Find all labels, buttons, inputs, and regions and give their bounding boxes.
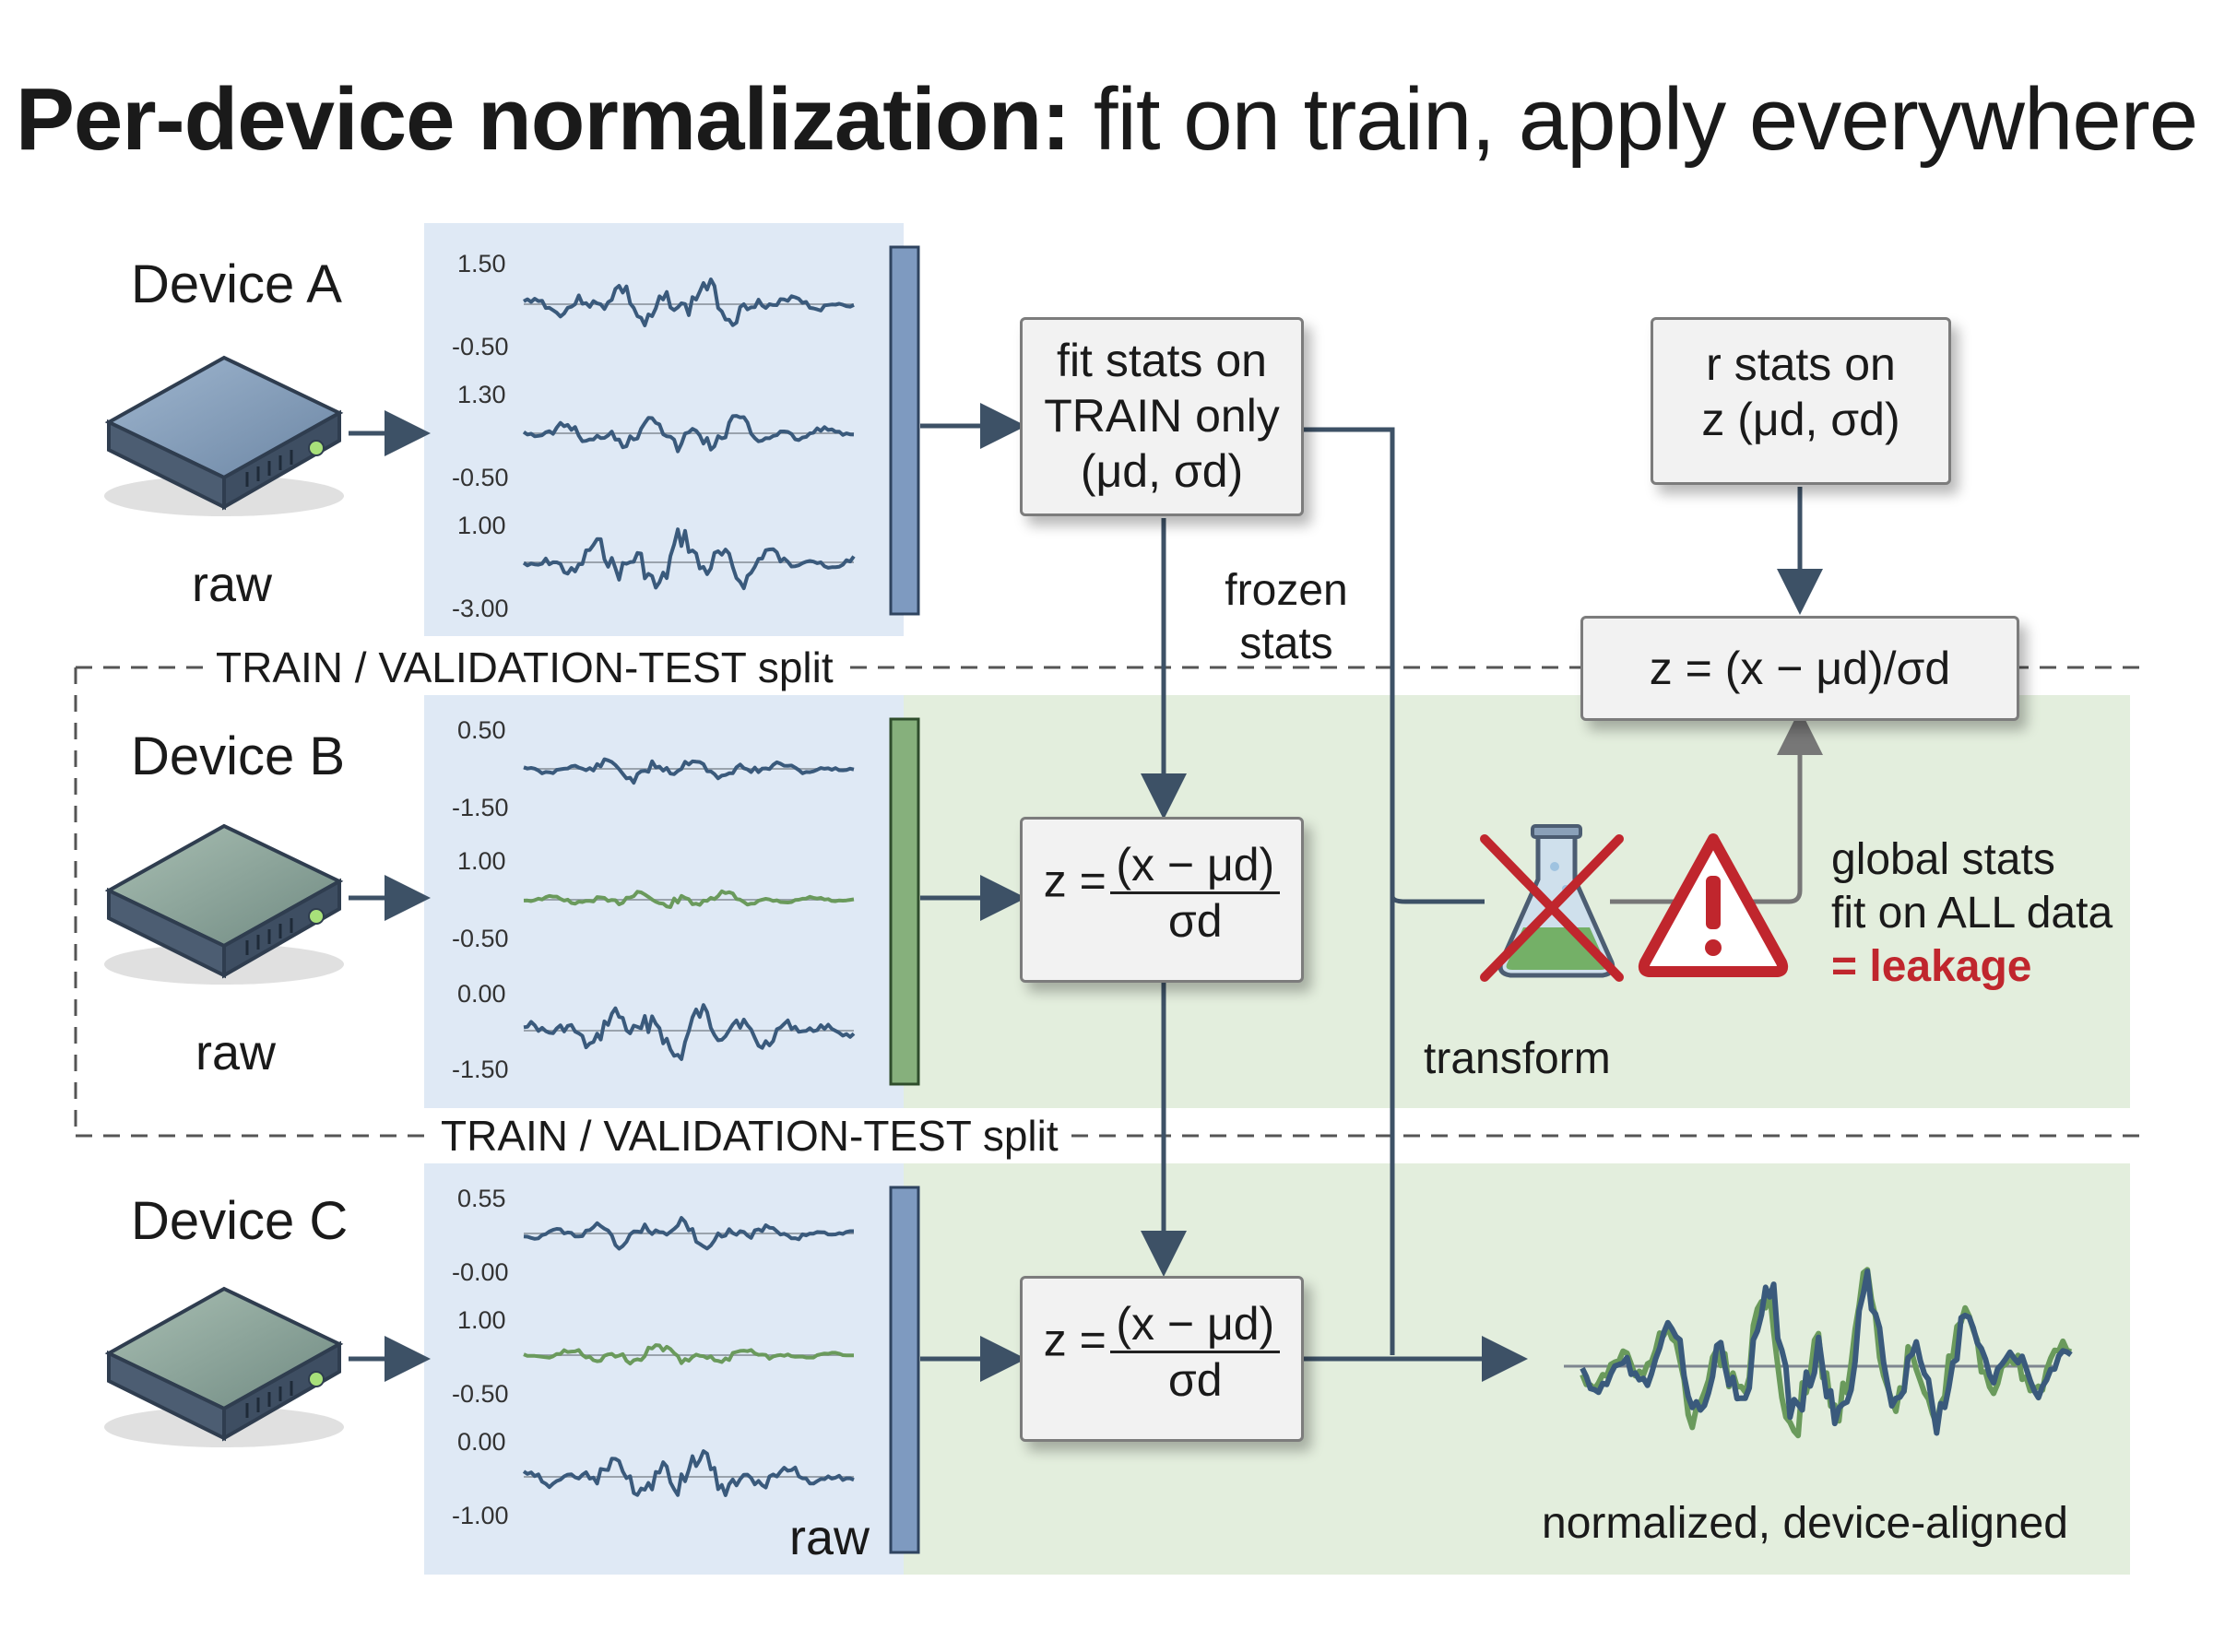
- fit-stats-box: fit stats on TRAIN only (μd, σd): [1020, 317, 1304, 516]
- leak-note-line1: global stats: [1831, 835, 2055, 884]
- formula-box-b: z = (x − μd) σd: [1020, 817, 1304, 983]
- tick-label: 0.00: [457, 1428, 506, 1456]
- route-fit-to-output: [1304, 427, 1395, 1355]
- formula-denominator: σd: [1167, 1354, 1223, 1406]
- signal-trace: [523, 277, 855, 327]
- device-box-icon: [104, 355, 344, 516]
- device-b-label: Device B: [131, 726, 346, 786]
- signal-traces: [522, 277, 856, 1497]
- global-stats-box: r stats on z (μd, σd): [1651, 317, 1951, 485]
- fit-box-line3: (μd, σd): [1080, 445, 1244, 497]
- signal-trace: [523, 1216, 854, 1251]
- signal-trace: [522, 527, 856, 591]
- tick-label: 1.00: [457, 512, 506, 539]
- title-rest: fit on train, apply everywhere: [1093, 70, 2198, 169]
- stack-bar-c: [889, 1186, 920, 1554]
- device-a-label: Device A: [131, 254, 342, 314]
- stack-bar-a: [889, 245, 920, 616]
- tick-label: -1.00: [452, 1502, 509, 1529]
- leakage-note: global stats fit on ALL data = leakage: [1831, 833, 2112, 994]
- output-label: normalized, device-aligned: [1542, 1499, 2068, 1548]
- leak-note-line2: fit on ALL data: [1831, 889, 2113, 938]
- formula-prefix: z =: [1043, 1314, 1106, 1366]
- device-a-raw-label: raw: [192, 557, 273, 612]
- signal-trace: [523, 1343, 854, 1366]
- zscore-formula: z = (x − μd)/σd: [1649, 643, 1951, 694]
- normalized-output-signal: [1564, 1267, 2073, 1439]
- tick-label: 1.00: [457, 1306, 506, 1334]
- formula-fraction: (x − μd) σd: [1110, 838, 1281, 948]
- signal-trace: [522, 1449, 855, 1497]
- formula-denominator: σd: [1167, 895, 1223, 947]
- tick-label: -0.50: [452, 1380, 509, 1408]
- title-bold: Per-device normalization:: [15, 70, 1071, 169]
- tick-label: -0.50: [452, 464, 509, 491]
- route-to-transform: [1390, 895, 1485, 904]
- fit-box-line2: TRAIN only: [1044, 390, 1280, 442]
- device-box-icon: [104, 1286, 344, 1447]
- formula-prefix: z =: [1043, 855, 1106, 907]
- device-b-raw-label: raw: [195, 1025, 277, 1080]
- tick-label: -3.00: [452, 595, 509, 622]
- red-cross-icon: [1480, 834, 1624, 982]
- device-box-icon: [104, 823, 344, 985]
- transform-label: transform: [1424, 1034, 1611, 1083]
- split-label-upper: TRAIN / VALIDATION-TEST split: [203, 642, 846, 693]
- tick-label: -0.50: [452, 333, 509, 360]
- formula-numerator: (x − μd): [1110, 838, 1281, 894]
- fit-box-line1: fit stats on: [1057, 335, 1267, 386]
- frozen-line1: frozen: [1225, 566, 1348, 615]
- signal-trace: [523, 1003, 856, 1061]
- frozen-line2: stats: [1239, 620, 1333, 668]
- tick-label: -1.50: [452, 794, 509, 821]
- output-trace: [1580, 1268, 2073, 1436]
- formula-numerator: (x − μd): [1110, 1297, 1281, 1353]
- global-box-line2: z (μd, σd): [1701, 394, 1900, 445]
- page-title: Per-device normalization: fit on train, …: [0, 65, 2213, 175]
- tick-label: -1.50: [452, 1056, 509, 1083]
- global-box-line1: r stats on: [1706, 338, 1896, 390]
- signal-trace: [523, 757, 855, 785]
- split-label-lower: TRAIN / VALIDATION-TEST split: [428, 1110, 1071, 1162]
- tick-label: 0.00: [457, 980, 506, 1008]
- device-c-label: Device C: [131, 1191, 349, 1251]
- leak-note-line3: = leakage: [1831, 942, 2032, 991]
- tick-label: -0.00: [452, 1258, 509, 1286]
- tick-label: 1.00: [457, 847, 506, 875]
- formula-box-c: z = (x − μd) σd: [1020, 1276, 1304, 1442]
- warning-triangle-icon: [1638, 833, 1789, 977]
- tick-label: -0.50: [452, 925, 509, 952]
- tick-label: 0.50: [457, 716, 506, 744]
- tick-label: 0.55: [457, 1185, 506, 1212]
- signal-trace: [523, 889, 855, 909]
- signal-trace: [522, 414, 855, 454]
- tick-label: 1.50: [457, 250, 506, 277]
- device-c-raw-label: raw: [789, 1510, 870, 1565]
- tick-label: 1.30: [457, 381, 506, 408]
- formula-fraction: (x − μd) σd: [1110, 1297, 1281, 1407]
- frozen-stats-note: frozen stats: [1217, 564, 1355, 671]
- zscore-box: z = (x − μd)/σd: [1580, 616, 2019, 721]
- stack-bar-b: [889, 717, 920, 1086]
